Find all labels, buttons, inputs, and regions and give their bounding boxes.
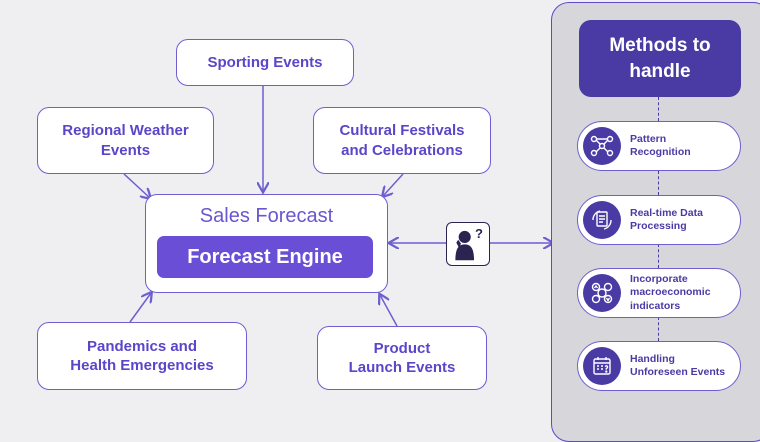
factor-product-line2: Launch Events	[348, 359, 456, 376]
method-line: macroeconomic	[630, 286, 711, 299]
factor-sporting-events: Sporting Events	[176, 39, 354, 86]
arrow-weather	[123, 173, 150, 198]
method-line: Recognition	[630, 146, 691, 158]
methods-panel-title: Methods to handle	[579, 20, 741, 97]
methods-title-line2: handle	[629, 60, 691, 82]
document-sync-icon	[583, 201, 621, 239]
factor-pandemics-line1: Pandemics and	[86, 337, 198, 355]
method-connector	[658, 317, 659, 341]
factor-pandemics-line2: Health Emergencies	[70, 357, 214, 374]
arrow-product	[380, 295, 398, 327]
svg-text:?: ?	[475, 226, 483, 241]
calendar-question-icon	[583, 347, 621, 385]
factor-weather-line2: Events	[100, 141, 151, 159]
arrow-festivals	[383, 173, 404, 196]
factor-weather-line1: Regional Weather	[62, 122, 189, 139]
methods-title-line1: Methods to	[609, 34, 711, 56]
forecast-engine-badge: Forecast Engine	[157, 236, 373, 278]
method-line: Handling	[630, 352, 675, 365]
method-line: indicators	[630, 299, 681, 312]
method-connector	[658, 244, 659, 268]
method-line: Real-time Data	[630, 206, 703, 219]
sales-forecast-title: Sales Forecast	[199, 205, 334, 227]
method-line: Processing	[630, 220, 687, 232]
sales-forecast-box: Sales Forecast Forecast Engine	[145, 194, 388, 293]
method-connector	[658, 171, 659, 195]
arrow-pandemics	[129, 293, 151, 323]
factor-festivals-line2: and Celebrations	[341, 141, 463, 159]
factor-sporting-label: Sporting Events	[207, 53, 323, 71]
method-line: Pattern	[630, 132, 667, 145]
chart-circle-icon	[583, 274, 621, 312]
factor-festivals-label: Cultural Festivals and Celebrations	[339, 121, 464, 160]
factor-festivals-line1: Cultural Festivals	[339, 122, 465, 139]
factor-cultural-festivals: Cultural Festivals and Celebrations	[313, 107, 491, 174]
method-connector	[658, 97, 659, 121]
thinking-person-icon: ?	[446, 222, 490, 266]
network-icon	[583, 127, 621, 165]
method-line: Unforeseen Events	[630, 366, 726, 378]
method-line: Incorporate	[630, 273, 688, 286]
factor-product-line1: Product	[373, 339, 431, 357]
